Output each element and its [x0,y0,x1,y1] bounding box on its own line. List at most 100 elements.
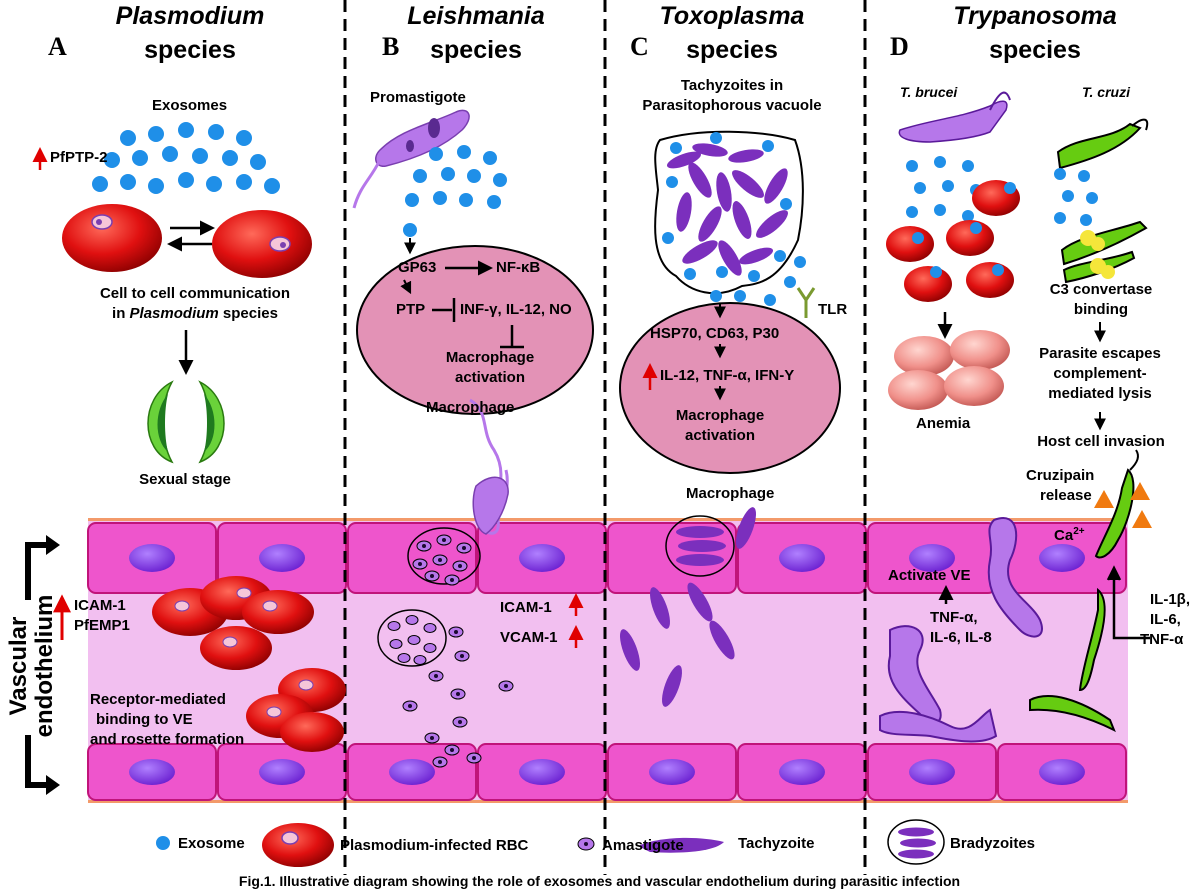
tox-macrophage-label: Macrophage [686,485,775,502]
tachyzoites-label-2: Parasitophorous vacuole [642,97,822,114]
escape-label-3: mediated lysis [1048,385,1152,402]
cruzi-cytokines-2: IL-6, [1150,611,1181,628]
column-dividers [343,0,867,875]
cruzipain-label-1: Cruzipain [1026,467,1095,484]
icam1-marker: ICAM-1 [74,597,126,614]
ptp-label: PTP [396,301,426,318]
legend-tachyzoite-icon [638,837,724,853]
t-brucei-parasite [898,91,1011,143]
brucei-cytokines-1: TNF-α, [930,609,978,626]
vessel [87,518,1128,803]
leish-activation-2: activation [454,369,526,386]
legend-rbc-icon [262,823,334,867]
leishmania-macrophage [356,245,594,415]
binding-text-3: and rosette formation [90,731,245,748]
bradyzoite-cyst-cell [665,507,756,577]
pfptp2-label: PfPTP-2 [50,149,108,166]
vessel-label: Vascular endothelium [5,556,58,776]
leishmania-species-title: species [430,36,522,64]
plasmodium-species-title: species [144,36,236,64]
toxoplasma-genus-title: Toxoplasma [659,2,805,30]
activate-ve-label: Activate VE [888,567,971,584]
t-cruzi-parasite [1056,118,1149,170]
cruzi-cytokines-1: IL-1β, [1150,591,1190,608]
tox-activation-2: activation [684,427,756,444]
nfkb-label: NF-κB [496,259,541,276]
amastigote-cluster-lumen [377,609,514,768]
t-cruzi-label: T. cruzi [1082,84,1130,100]
legend-graphics [156,819,945,867]
binding-text-1: Receptor-mediated [90,691,226,708]
tachyzoites-in-lumen [620,582,735,707]
tox-cytokines-label: IL-12, TNF-α, IFN-Y [660,367,795,384]
leishmania-exosomes [403,145,507,237]
promastigote-icon [352,109,470,209]
toxoplasma-species-title: species [686,36,778,64]
leish-activation-1: Macrophage [445,349,535,366]
calcium-triangles [1094,482,1152,528]
rbc-cluster-upper [152,576,314,670]
vessel-bracket [25,535,60,795]
legend-bradyzoites-icon [887,819,945,865]
t-brucei-exosomes [906,156,982,222]
vessel-label-line2: endothelium [31,594,58,738]
cytokine-arrows-right [1106,565,1150,640]
leish-macrophage-label: Macrophage [426,399,515,416]
sexual-stage-label: Sexual stage [139,471,231,488]
icam1-leish-marker: ICAM-1 [500,599,552,616]
exosomes-label: Exosomes [152,97,228,114]
panel-letter-c: C [630,32,649,61]
promastigote-label: Promastigote [370,89,466,106]
cruzi-cytokines-3: TNF-α [1140,631,1184,648]
tox-activation-1: Macrophage [675,407,765,424]
vessel-label-line1: Vascular [5,616,32,716]
panel-letter-d: D [890,32,909,61]
vcam1-leish-marker: VCAM-1 [500,629,558,646]
legend-bradyzoites-label: Bradyzoites [950,835,1036,852]
cruzi-in-lumen [1029,587,1116,733]
escape-label-2: complement- [1053,365,1147,382]
tachyzoites-label-1: Tachyzoites in [680,77,784,94]
rbc-cluster-lower [246,668,346,752]
calcium-label: Ca2+ [1054,526,1085,544]
communication-line1: Cell to cell communication [99,285,291,302]
gametocyte-icon [147,380,225,464]
leish-cytokines-label: INF-γ, IL-12, NO [460,301,572,318]
gp63-ptp-arrow [400,279,412,295]
leishmania-genus-title: Leishmania [407,2,545,30]
plasmodium-genus-title: Plasmodium [115,2,265,30]
toxoplasma-macrophage [619,302,841,474]
pfemp1-marker: PfEMP1 [74,617,130,634]
amastigote-cluster-cell [407,527,481,586]
communication-line2: in Plasmodium species [112,305,278,322]
trypanosoma-species-title: species [989,36,1081,64]
plasmodium-rbc-left [62,204,162,272]
cruzipain-label-2: release [1040,487,1092,504]
trypanosoma-genus-title: Trypanosoma [953,2,1117,30]
panel-letter-b: B [382,32,400,61]
legend-amastigote-label: Amastigote [602,837,684,854]
promastigote-entering [472,476,509,535]
t-cruzi-exosomes [1054,168,1098,226]
endothelium-top-row [87,522,1127,594]
c3-label-1: C3 convertase [1049,281,1153,298]
plasmodium-rbc-right [212,210,312,278]
invasion-label: Host cell invasion [1037,433,1165,450]
binding-text-2: binding to VE [96,711,193,728]
gp63-label: GP63 [398,259,437,276]
tlr-receptor [796,287,816,318]
legend-exosome-icon [156,836,170,850]
cruzi-invading [1094,449,1139,559]
c3-label-2: binding [1073,301,1129,318]
legend-tachyzoite-label: Tachyzoite [738,835,815,852]
figure-caption: Fig.1. Illustrative diagram showing the … [238,873,961,889]
c3-bound-parasite [1060,220,1148,284]
endothelium-bottom-row [87,743,1127,801]
t-brucei-rbcs [886,180,1020,302]
panel-letter-a: A [48,32,67,61]
ptp-inhibition [432,298,524,349]
exchange-arrows [167,220,215,252]
tlr-label: TLR [818,301,848,318]
brucei-cytokines-2: IL-6, IL-8 [930,629,992,646]
